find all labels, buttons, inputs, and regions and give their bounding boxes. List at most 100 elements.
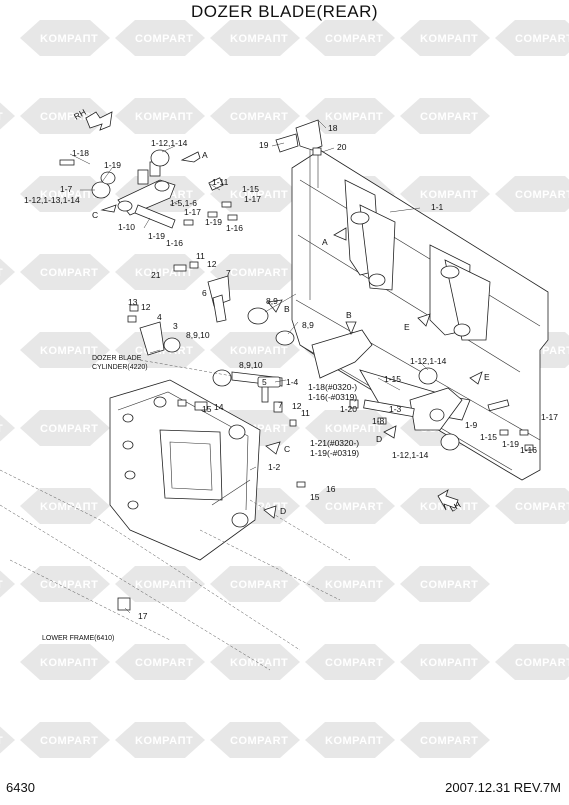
dozer-blade-body — [291, 148, 549, 481]
watermark-hexagon — [495, 644, 569, 680]
annotation-dozer-blade-line2: CYLINDER(4220) — [92, 364, 148, 371]
watermark-word: COMPART — [40, 111, 98, 123]
callout-1-17-a: 1-17 — [244, 194, 261, 204]
page-number: 6430 — [6, 780, 35, 795]
watermark-hexagon — [305, 566, 395, 602]
callout-1-19-b: 1-19 — [148, 231, 165, 241]
watermark-hexagon — [0, 102, 15, 130]
callout-1-19-a: 1-19 — [104, 160, 121, 170]
watermark-hexagon — [400, 98, 490, 134]
watermark-hexagon — [305, 722, 395, 758]
middle-pin-assembly — [127, 261, 295, 387]
callout-20: 20 — [337, 142, 347, 152]
watermark-word: KOMPAПТ — [325, 423, 383, 435]
watermark-word: KOMPAПТ — [0, 111, 3, 123]
watermark-word: COMPART — [230, 111, 288, 123]
watermark-word: COMPART — [515, 189, 569, 201]
view-marker-b-1: B — [346, 310, 352, 320]
watermark-hexagon — [115, 644, 205, 680]
callout-1-4: 1-4 — [286, 377, 299, 387]
watermark-word: KOMPAПТ — [135, 579, 193, 591]
watermark-hexagon — [495, 20, 569, 56]
watermark-word: KOMPAПТ — [230, 189, 288, 201]
watermark-word: KOMPAПТ — [0, 267, 3, 279]
callout-18: 18 — [328, 123, 338, 133]
view-marker-d-1: D — [376, 434, 382, 444]
watermark-word: COMPART — [325, 33, 383, 45]
watermark-hexagon — [115, 98, 205, 134]
watermark-hexagon — [20, 566, 110, 602]
watermark-word: KOMPAПТ — [420, 189, 478, 201]
view-marker-e-2: E — [484, 372, 490, 382]
callout-6: 6 — [202, 288, 207, 298]
callout-1-19-d: 1-19 — [502, 439, 519, 449]
watermark-word: COMPART — [230, 267, 288, 279]
watermark-hexagon — [400, 644, 490, 680]
callout-1-7: 1-7 — [60, 184, 73, 194]
watermark-word: COMPART — [325, 501, 383, 513]
watermark-word: COMPART — [135, 33, 193, 45]
watermark-word: KOMPAПТ — [40, 189, 98, 201]
watermark-word: KOMPAПТ — [230, 657, 288, 669]
watermark-hexagon — [115, 20, 205, 56]
callout-1-15-a: 1-15 — [242, 184, 259, 194]
callout-1-17-c: 1-17 — [541, 412, 558, 422]
callout-1-3: 1-3 — [389, 404, 402, 414]
watermark-word: KOMPAПТ — [135, 735, 193, 747]
view-marker-a-2: A — [202, 150, 208, 160]
watermark-word: COMPART — [515, 501, 569, 513]
callout-1-9: 1-9 — [465, 420, 478, 430]
watermark-hexagon — [400, 566, 490, 602]
callout-1-20: 1-20 — [340, 404, 357, 414]
callout-1-1: 1-1 — [431, 202, 444, 212]
callout-1-16-b: 1-16 — [226, 223, 243, 233]
watermark-hexagon — [400, 176, 490, 212]
watermark-word: KOMPAПТ — [230, 33, 288, 45]
watermark-word: KOMPAПТ — [325, 111, 383, 123]
callout-1-15-c: 1-15 — [480, 432, 497, 442]
watermark-word: COMPART — [325, 657, 383, 669]
watermark-hexagon — [210, 566, 300, 602]
callout-1-12-1-14-c: 1-12,1-14 — [392, 450, 429, 460]
watermark-hexagon — [0, 414, 15, 442]
watermark-word: KOMPAПТ — [325, 579, 383, 591]
cylinder-pin — [139, 359, 283, 403]
watermark-word: COMPART — [230, 579, 288, 591]
watermark-word: COMPART — [420, 579, 478, 591]
callout-1-10: 1-10 — [118, 222, 135, 232]
callout-21: 21 — [151, 270, 161, 280]
callout-1-8: 1-8 — [372, 416, 385, 426]
watermark-hexagon — [400, 722, 490, 758]
view-marker-c-2: C — [284, 444, 290, 454]
watermark-word: COMPART — [40, 267, 98, 279]
callout-1-11: 1-11 — [212, 177, 229, 187]
watermark-word: COMPART — [420, 735, 478, 747]
watermark-word: KOMPAПТ — [40, 501, 98, 513]
watermark-hexagon — [305, 410, 395, 446]
watermark-word: COMPART — [420, 111, 478, 123]
callout-11-a: 11 — [196, 251, 205, 261]
watermark-word: KOMPAПТ — [135, 111, 193, 123]
watermark-hexagon — [20, 176, 110, 212]
watermark-word: COMPART — [230, 735, 288, 747]
watermark-hexagon — [210, 722, 300, 758]
callout-17: 17 — [138, 611, 148, 621]
watermark-word: KOMPAПТ — [0, 423, 3, 435]
watermark-hexagon — [210, 98, 300, 134]
callout-15-a: 15 — [202, 404, 212, 414]
callout-15-b: 15 — [310, 492, 320, 502]
top-hook-assembly — [271, 119, 335, 156]
callout-19: 19 — [259, 140, 269, 150]
callout-1-21-0320: 1-21(#0320-) — [310, 438, 359, 448]
watermark-hexagon — [210, 20, 300, 56]
annotation-lower-frame: LOWER FRAME(6410) — [42, 635, 114, 642]
watermark-hexagon — [0, 258, 15, 286]
watermark-hexagon — [115, 254, 205, 290]
watermark-hexagon — [0, 726, 15, 754]
watermark-word: KOMPAПТ — [230, 345, 288, 357]
watermark-hexagon — [210, 176, 300, 212]
watermark-hexagon — [115, 722, 205, 758]
watermark-hexagon — [210, 254, 300, 290]
callout-1-12-1-14-b: 1-12,1-14 — [410, 356, 447, 366]
callout-8-9-10-a: 8,9,10 — [186, 330, 210, 340]
